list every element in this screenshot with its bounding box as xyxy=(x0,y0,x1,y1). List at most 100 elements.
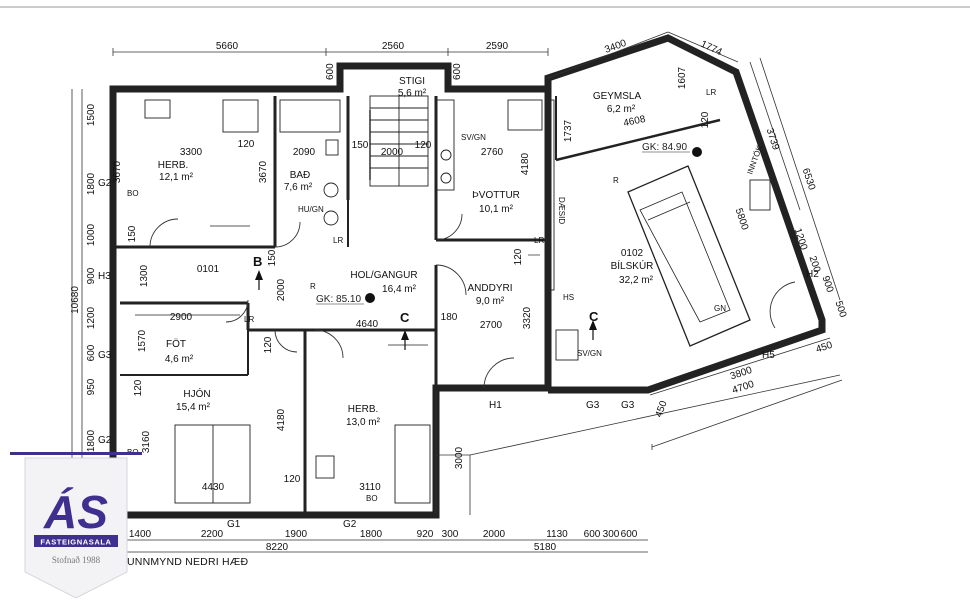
room-bilskur-name: BÍLSKÚR xyxy=(611,259,654,272)
label-gn: GN xyxy=(714,304,726,313)
dim-inner-120-c: 120 xyxy=(513,248,524,265)
dim-inner-2900: 2900 xyxy=(170,312,193,323)
dim-top-600-b: 600 xyxy=(452,63,463,80)
dim-inner-120-b: 120 xyxy=(415,140,432,151)
drawing-title: UNNMYND NEDRI HÆÐ xyxy=(127,556,248,568)
dim-bottom-920: 920 xyxy=(417,529,434,540)
dim-left-900: 900 xyxy=(86,267,97,284)
room-stigi-area: 5,6 m² xyxy=(398,88,427,99)
company-logo: ÁS FASTEIGNASALA Stofnað 1988 xyxy=(10,452,142,600)
room-hjon-area: 15,4 m² xyxy=(176,402,211,413)
dim-top-2590: 2590 xyxy=(486,41,509,52)
dim-top-5660: 5660 xyxy=(216,41,239,52)
dim-inner-200: 200 xyxy=(807,255,823,275)
window-h3: H3 xyxy=(98,271,111,282)
window-g2-left: G2 xyxy=(98,178,112,189)
dim-inner-3670-b: 3670 xyxy=(258,160,269,183)
dim-inner-3300: 3300 xyxy=(180,147,203,158)
room-fot-name: FÖT xyxy=(166,338,186,350)
car-symbol xyxy=(627,165,751,347)
section-mark-b: B xyxy=(253,254,262,269)
logo-monogram: ÁS xyxy=(43,486,108,538)
dim-bottom-8220: 8220 xyxy=(266,542,289,553)
dim-left-1800: 1800 xyxy=(86,172,97,195)
room-thvottur-area: 10,1 m² xyxy=(479,204,514,215)
dimensions-bottom: 1400 2200 1900 1800 920 300 2000 1130 60… xyxy=(129,529,638,553)
label-r-2: R xyxy=(613,176,619,185)
dim-inner-3320: 3320 xyxy=(522,306,533,329)
room-herb-1-area: 12,1 m² xyxy=(159,172,194,183)
label-svgn-1: SV/GN xyxy=(461,133,486,142)
dim-bottom-600-b: 600 xyxy=(621,529,638,540)
dim-inner-3110: 3110 xyxy=(359,482,381,493)
dim-inner-450-b: 450 xyxy=(815,340,835,356)
dim-inner-4180-a: 4180 xyxy=(520,152,531,175)
logo-graphic: ÁS FASTEIGNASALA Stofnað 1988 xyxy=(10,452,142,599)
dim-left-1000: 1000 xyxy=(86,223,97,246)
dim-bottom-1130: 1130 xyxy=(546,529,568,540)
dim-inner-1737: 1737 xyxy=(563,119,574,142)
dim-bottom-300: 300 xyxy=(442,529,459,540)
label-hugn: HU/GN xyxy=(298,205,324,214)
dim-inner-2090: 2090 xyxy=(293,147,316,158)
dimensions-inner: 3300 120 2090 150 2000 120 2760 3670 367… xyxy=(112,66,848,493)
dim-inner-450-a: 450 xyxy=(654,399,670,419)
label-bo-1: BO xyxy=(127,189,139,198)
dim-inner-180: 180 xyxy=(441,312,458,323)
dim-inner-4640: 4640 xyxy=(356,319,379,330)
room-holgangur-area: 16,4 m² xyxy=(382,284,417,295)
gk-label-house: GK: 85.10 xyxy=(316,294,361,305)
label-lr-4: LR xyxy=(244,315,254,324)
label-daesid: DÆSID xyxy=(557,197,566,224)
window-g1: G1 xyxy=(227,519,241,530)
dim-inner-150-b: 150 xyxy=(127,225,138,242)
label-hs: HS xyxy=(563,293,574,302)
dim-inner-120-f: 120 xyxy=(284,474,301,485)
dim-bottom-5180: 5180 xyxy=(534,542,557,553)
dim-inner-2000-a: 2000 xyxy=(381,147,404,158)
room-herb-2-area: 13,0 m² xyxy=(346,417,381,428)
room-stigi-name: STIGI xyxy=(399,76,425,87)
label-lr-2: LR xyxy=(534,236,544,245)
dim-inner-120-a: 120 xyxy=(238,139,255,150)
room-bad-name: BAÐ xyxy=(290,170,311,181)
unit-number: 0101 xyxy=(197,264,220,275)
paving-lines xyxy=(436,379,843,456)
dim-bottom-2200: 2200 xyxy=(201,529,224,540)
label-svgn-2: SV/GN xyxy=(577,349,602,358)
room-labels: HERB. 12,1 m² BAÐ 7,6 m² STIGI 5,6 m² ÞV… xyxy=(158,76,654,428)
dim-inner-2760: 2760 xyxy=(481,147,504,158)
dim-left-10680: 10680 xyxy=(70,286,81,314)
window-g3-b: G3 xyxy=(621,400,635,411)
room-hjon-name: HJÓN xyxy=(183,387,210,400)
dim-inner-120-e: 120 xyxy=(133,379,144,396)
room-bilskur-area: 32,2 m² xyxy=(619,275,654,286)
section-mark-c-2: C xyxy=(589,309,599,324)
room-herb-1-name: HERB. xyxy=(158,160,189,171)
dim-inner-120-g: 120 xyxy=(700,111,711,128)
dim-inner-500: 500 xyxy=(833,300,849,320)
dim-bottom-2000: 2000 xyxy=(483,529,506,540)
dim-inner-1607: 1607 xyxy=(677,66,688,89)
door-swings xyxy=(149,213,796,389)
room-fot-area: 4,6 m² xyxy=(165,354,194,365)
fixtures xyxy=(144,99,771,504)
logo-company-name: FASTEIGNASALA xyxy=(40,538,111,547)
dim-bottom-600-a: 600 xyxy=(584,529,601,540)
dim-inner-2000-b: 2000 xyxy=(276,278,287,301)
room-holgangur-name: HOL/GANGUR xyxy=(350,270,417,281)
interior-walls xyxy=(113,96,721,515)
section-mark-c-1: C xyxy=(400,310,410,325)
dim-inner-1570: 1570 xyxy=(137,329,148,352)
exterior-walls xyxy=(109,34,826,519)
dim-inner-5800: 5800 xyxy=(733,207,750,232)
dim-inner-6530: 6530 xyxy=(800,167,817,192)
section-letters: B C C xyxy=(253,254,599,325)
dim-inner-1300: 1300 xyxy=(139,264,150,287)
dim-inner-150-a: 150 xyxy=(352,140,369,151)
room-herb-2-name: HERB. xyxy=(348,404,379,415)
window-g2-bottom: G2 xyxy=(343,519,357,530)
label-bo-3: BO xyxy=(366,494,378,503)
room-bilskur-number: 0102 xyxy=(621,248,644,259)
label-r-1: R xyxy=(310,282,316,291)
